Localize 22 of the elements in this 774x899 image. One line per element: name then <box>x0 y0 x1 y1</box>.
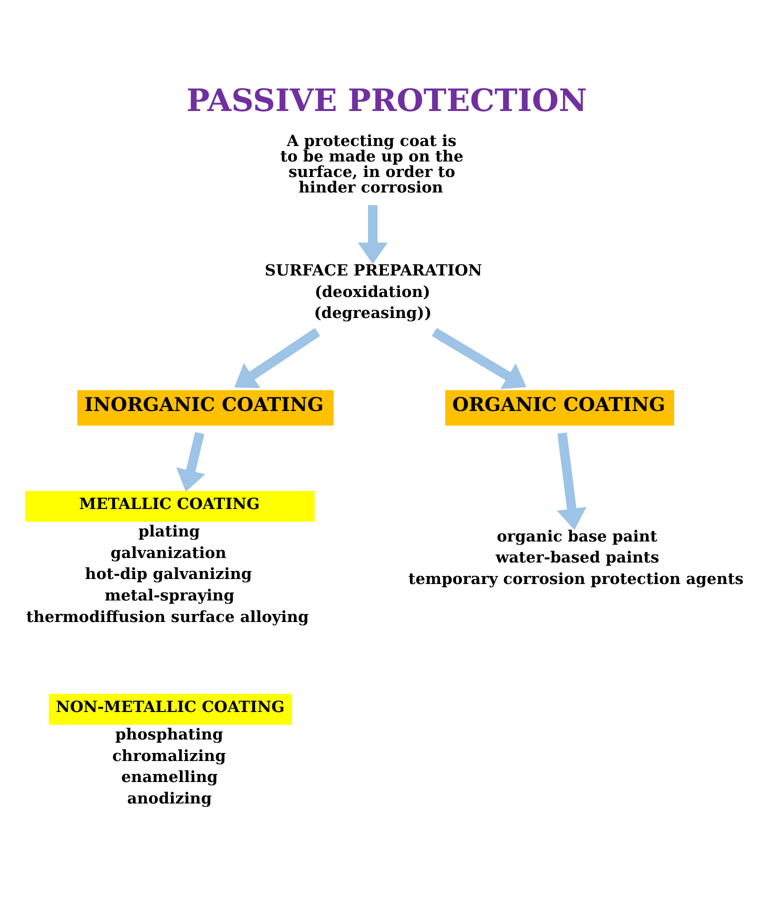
node-label: anodizing <box>127 788 212 807</box>
node-label: galvanization <box>110 543 226 562</box>
arrow <box>176 431 206 492</box>
node-text: SURFACE PREPARATION (deoxidation) (degreasing)) <box>264 260 482 322</box>
node-label: thermodiffusion surface alloying <box>26 607 309 626</box>
node-box: NON-METALLIC COATING <box>48 693 292 724</box>
arrow <box>432 327 526 388</box>
node-label: enamelling <box>121 768 218 786</box>
arrow <box>358 204 388 264</box>
node-box: ORGANIC COATING <box>445 390 674 426</box>
node-label: chromalizing <box>112 746 226 764</box>
node-label: metal-spraying <box>104 586 234 604</box>
node-box: METALLIC COATING <box>25 490 315 522</box>
node-label: plating <box>138 522 200 540</box>
node-box: INORGANIC COATING <box>77 390 334 426</box>
node-label: hot-dip galvanizing <box>85 564 252 583</box>
node-label: phosphating <box>115 724 224 743</box>
arrow <box>234 328 320 388</box>
arrow <box>556 432 587 530</box>
node-text: organic base paint water-based paints temporary corrosion protection agents <box>408 526 744 588</box>
diagram-title: PASSIVE PROTECTION <box>186 82 587 118</box>
node-text: A protecting coat is to be made up on the surface, in order to hinder corrosion <box>280 132 464 196</box>
